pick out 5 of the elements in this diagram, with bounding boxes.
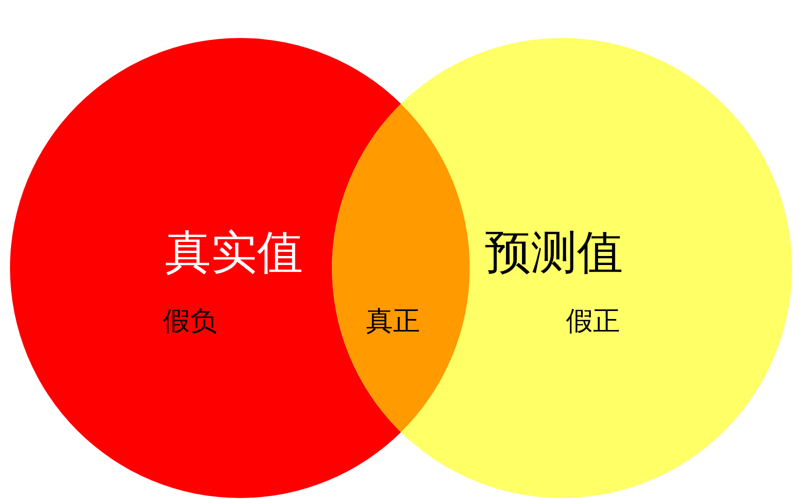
set-title: 预测值 — [485, 226, 623, 279]
region-label: 假正 — [566, 306, 620, 338]
region-label: 假负 — [163, 306, 217, 338]
region-label: 真正 — [366, 306, 420, 338]
set-title: 真实值 — [165, 226, 303, 279]
